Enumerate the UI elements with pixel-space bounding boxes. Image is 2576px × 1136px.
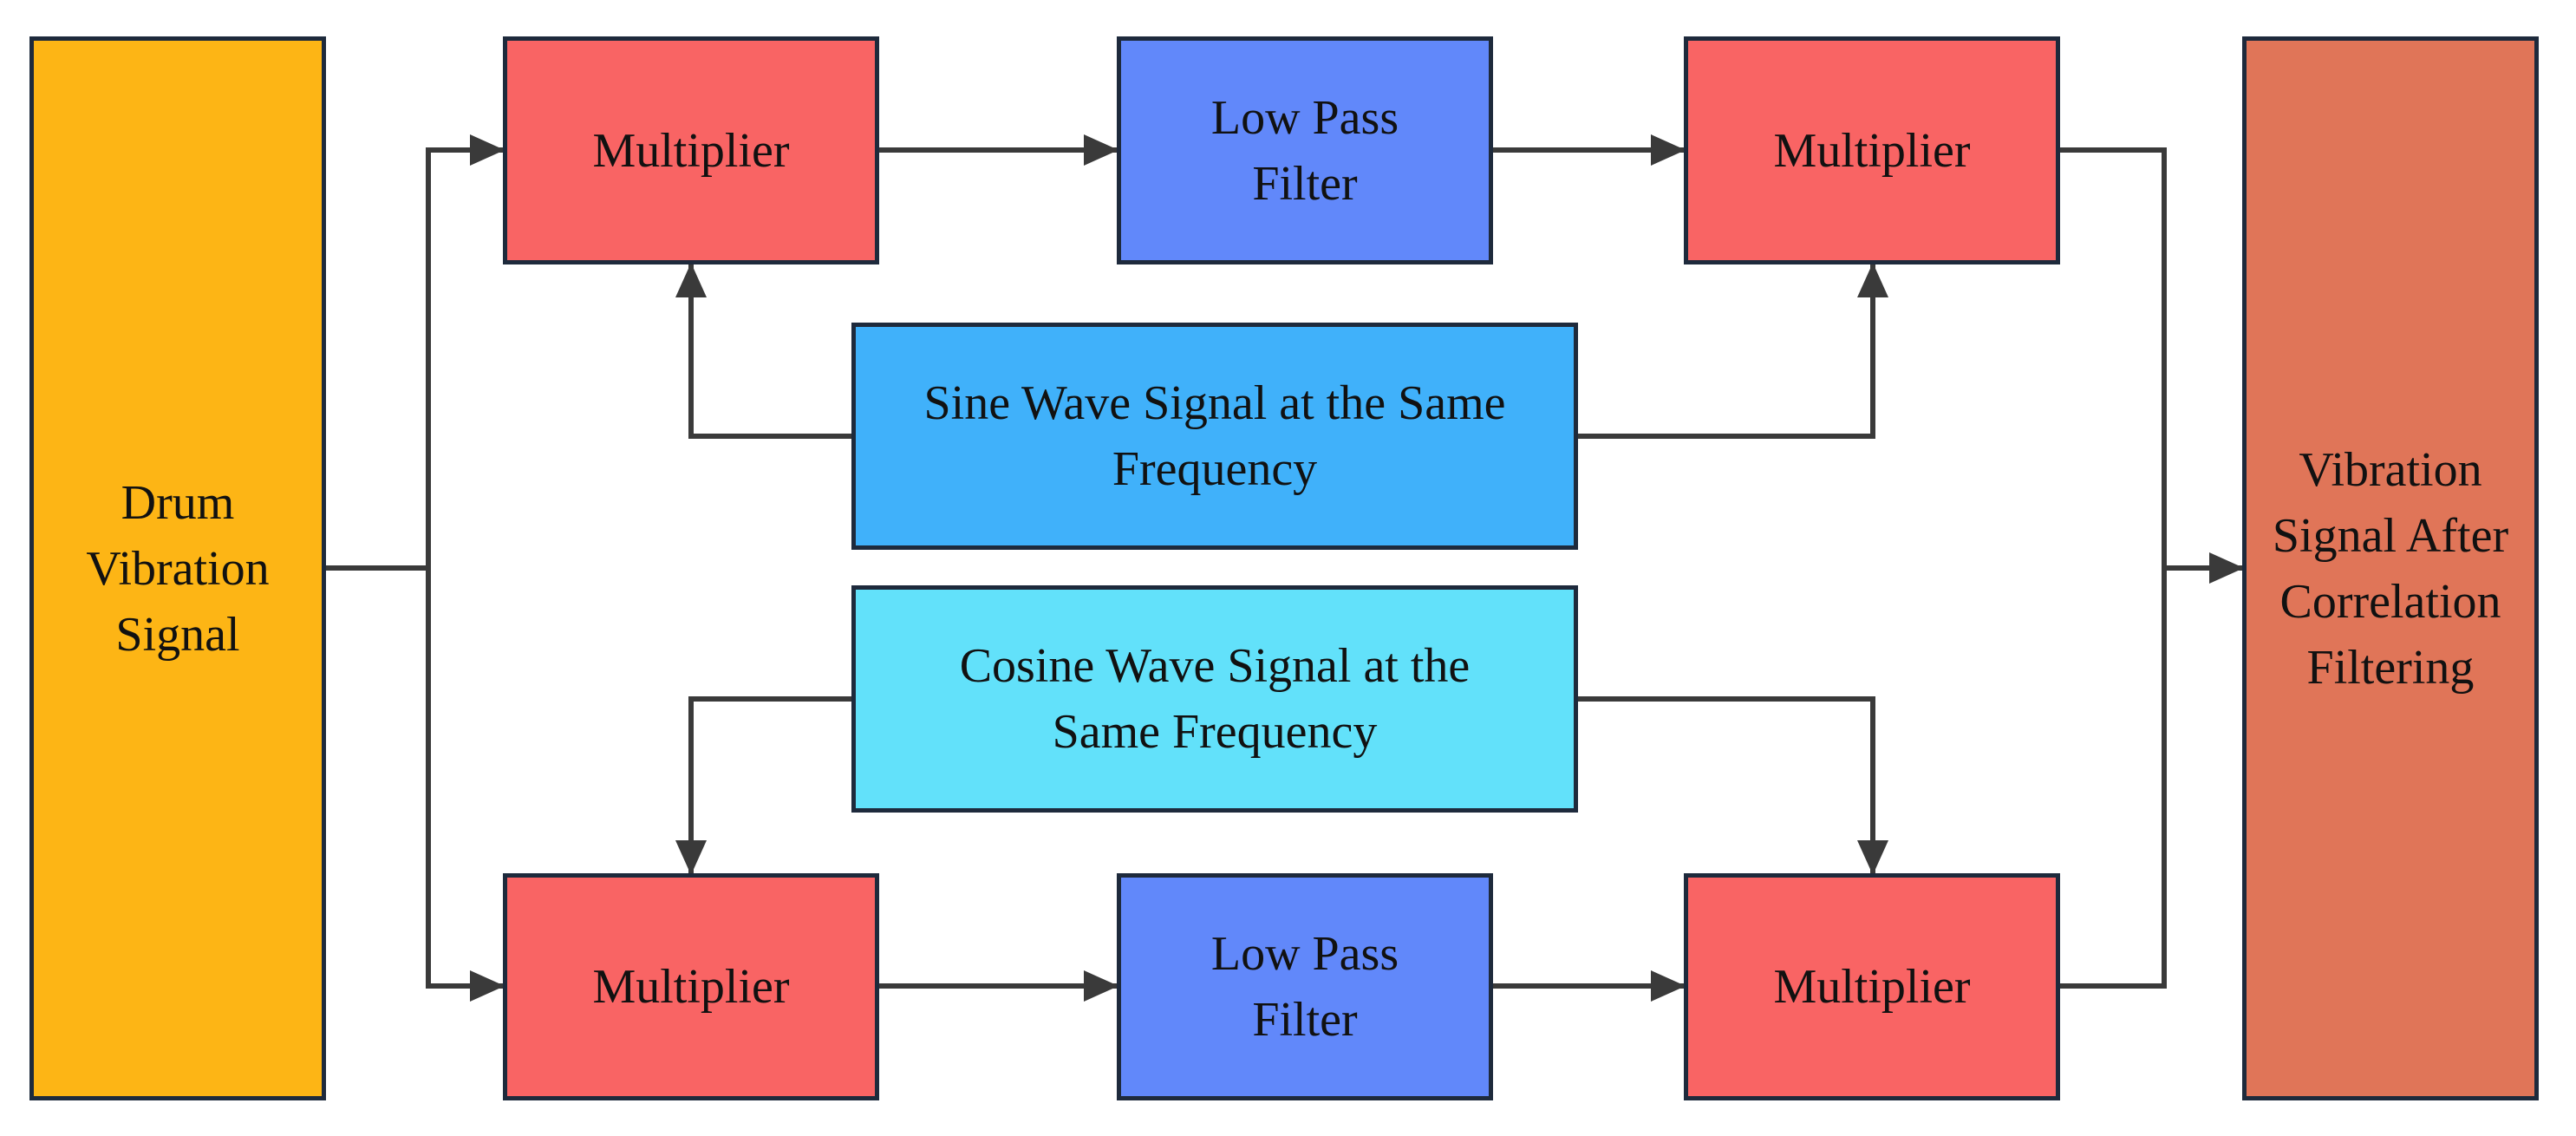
bottom-low-pass-filter-block: Low Pass Filter xyxy=(1117,873,1493,1100)
top-low-pass-filter-block: Low Pass Filter xyxy=(1117,36,1493,264)
bottom-multiplier-2-block: Multiplier xyxy=(1684,873,2060,1100)
sine-to-top-multiplier-arrow xyxy=(675,263,851,439)
cosine-to-bottom-multiplier-arrow xyxy=(675,696,851,875)
cosine-wave-reference-block: Cosine Wave Signal at the Same Frequency xyxy=(851,585,1578,813)
input-to-top-multiplier-arrow xyxy=(426,134,505,568)
top-multiplier-1-block: Multiplier xyxy=(503,36,879,264)
sine-wave-reference-block: Sine Wave Signal at the Same Frequency xyxy=(851,323,1578,550)
bottom-multiplier-1-block: Multiplier xyxy=(503,873,879,1100)
drum-vibration-signal-block: Drum Vibration Signal xyxy=(29,36,326,1100)
sine-to-top-second-multiplier-arrow xyxy=(1578,263,1888,439)
input-to-bottom-multiplier-arrow xyxy=(426,568,505,1002)
filtered-output-signal-block: Vibration Signal After Correlation Filte… xyxy=(2242,36,2539,1100)
top-multiplier-2-block: Multiplier xyxy=(1684,36,2060,264)
top-output-branch-connector xyxy=(2060,147,2167,568)
bottom-output-branch-connector xyxy=(2060,568,2167,989)
cosine-to-bottom-second-multiplier-arrow xyxy=(1578,696,1888,875)
